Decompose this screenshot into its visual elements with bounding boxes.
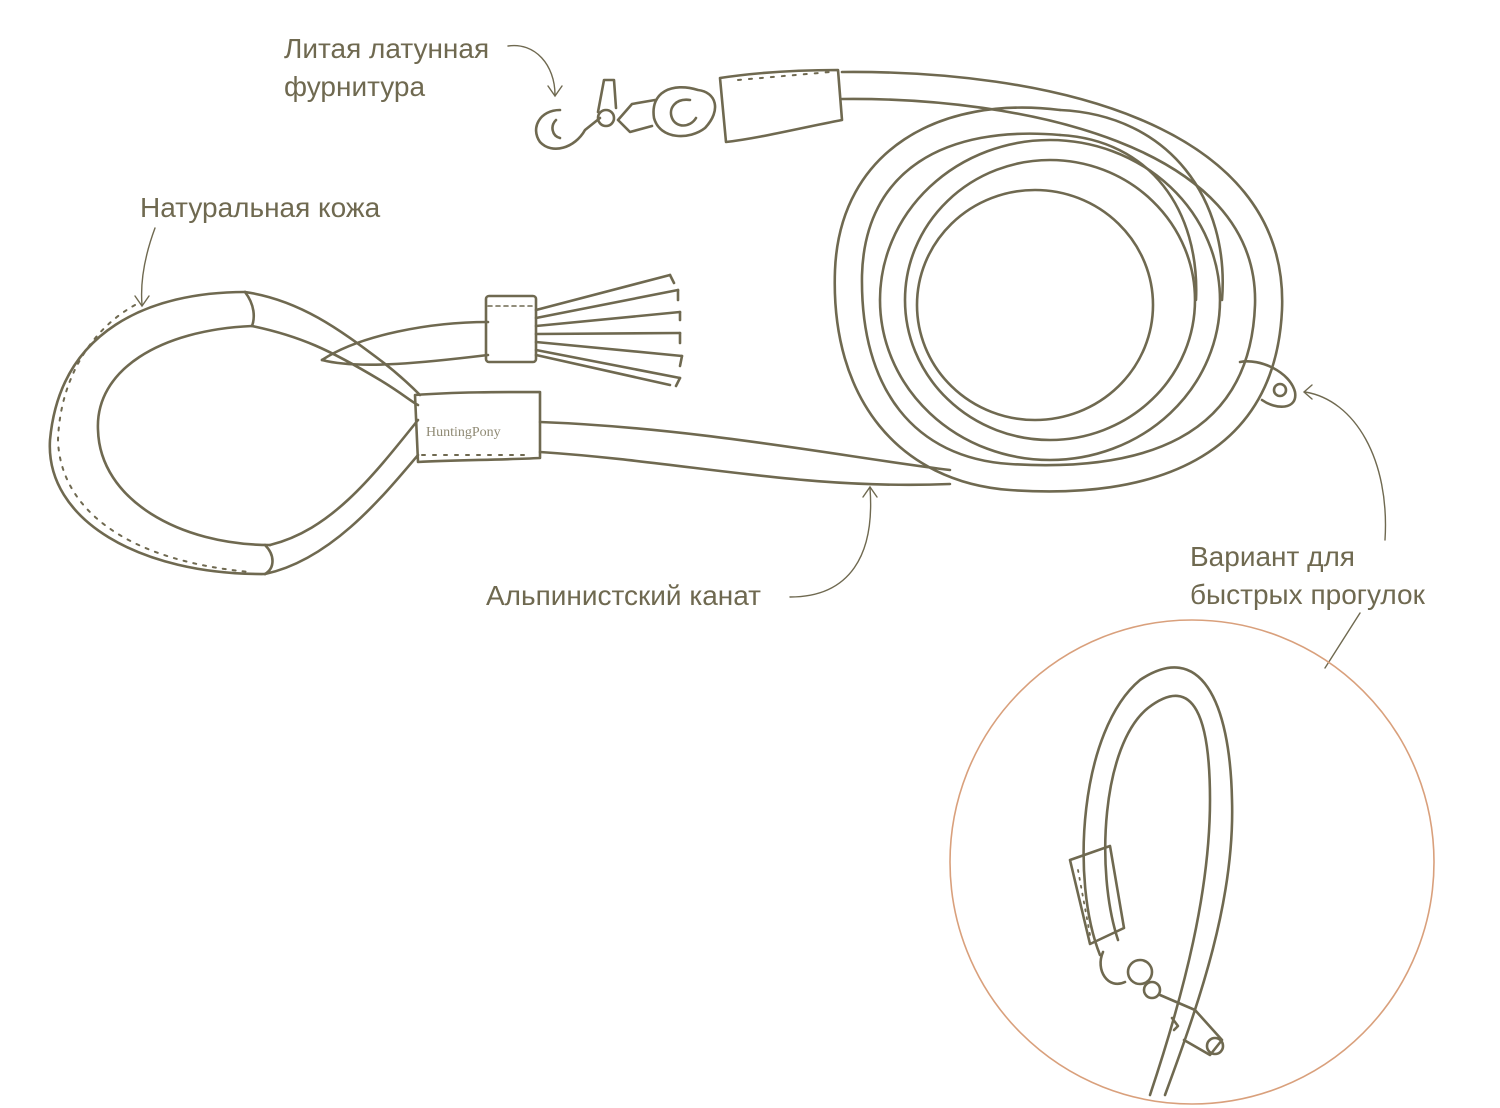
hardware-label: Литая латунная фурнитура [284,30,489,106]
hardware-label-line2: фурнитура [284,71,426,102]
rope-label: Альпинистский канат [486,577,761,615]
quick-walk-inset [949,619,1435,1105]
leather-label: Натуральная кожа [140,189,380,227]
rope-main [538,420,952,487]
leather-label-text: Натуральная кожа [140,192,381,223]
handle-loop [48,290,422,576]
snap-hook [534,68,844,150]
quick-walk-label: Вариант для быстрых прогулок [1190,538,1425,614]
rope-label-text: Альпинистский канат [486,580,762,611]
brand-sleeve [413,390,542,464]
leather-arrow [134,227,156,308]
tassel [320,273,684,388]
rope-coil [833,70,1284,493]
quick-walk-label-line1: Вариант для [1190,541,1355,572]
hardware-label-line1: Литая латунная [284,33,490,64]
rope-arrow [789,485,878,598]
quick-walk-label-line2: быстрых прогулок [1190,579,1425,610]
brand-tag: HuntingPony [426,425,501,440]
coil-ring [1238,360,1297,408]
quick-walk-arrow [1302,384,1387,669]
hardware-arrow [507,44,563,98]
